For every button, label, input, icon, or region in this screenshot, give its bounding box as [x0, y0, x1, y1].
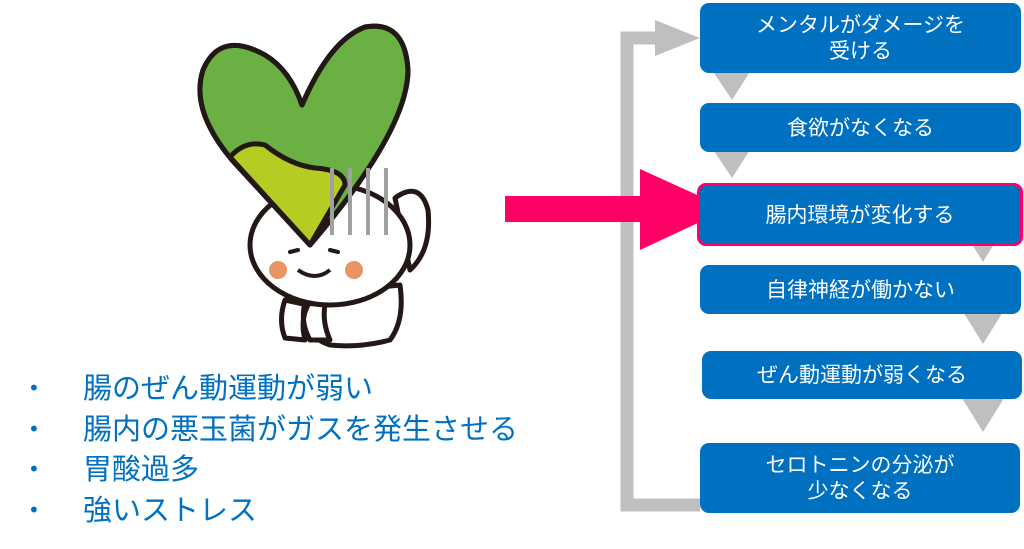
list-item: • 胃酸過多 [28, 449, 518, 490]
flow-step-appetite-loss: 食欲がなくなる [700, 103, 1021, 152]
step-text: 腸内環境が変化する [765, 202, 955, 227]
bullet-icon: • [28, 497, 40, 522]
cause-text: 胃酸過多 [83, 452, 200, 486]
bullet-icon: • [28, 457, 40, 481]
flow-step-gut-environment-change: 腸内環境が変化する [697, 183, 1023, 246]
flow-step-autonomic-nerves: 自律神経が働かない [700, 265, 1021, 314]
step-text: メンタルがダメージを [756, 13, 965, 37]
flow-step-mental-damage: メンタルがダメージを受ける [700, 3, 1021, 73]
list-item: • 強いストレス [28, 490, 518, 531]
step-text: 受ける [828, 39, 892, 63]
step-text: 少なくなる [807, 479, 913, 503]
step-text: セロトニンの分泌が [765, 453, 955, 477]
connector-arrowhead [655, 20, 700, 56]
bullet-icon: • [28, 376, 40, 400]
toilet-tank [392, 188, 432, 273]
step-text: ぜん動運動が弱くなる [757, 363, 967, 387]
face [269, 248, 363, 279]
cause-text: 腸内の悪玉菌がガスを発生させる [83, 411, 519, 446]
causes-list: • 腸のぜん動運動が弱い • 腸内の悪玉菌がガスを発生させる • 胃酸過多 • 強いスト… [28, 368, 518, 530]
heart-character-illustration [197, 23, 432, 349]
highlight-arrow [505, 169, 728, 250]
flow-step-serotonin-decrease: セロトニンの分泌が少なくなる [700, 443, 1020, 513]
flow-step-peristalsis-weak: ぜん動運動が弱くなる [702, 351, 1022, 399]
feedback-connector [620, 31, 700, 512]
step-text: 食欲がなくなる [787, 115, 934, 140]
cause-text: 強いストレス [83, 492, 258, 527]
step-text: 自律神経が働かない [766, 277, 955, 302]
list-item: • 腸のぜん動運動が弱い [28, 368, 518, 409]
legs [279, 297, 333, 343]
gloom-lines [330, 168, 388, 235]
list-item: • 腸内の悪玉菌がガスを発生させる [28, 409, 518, 450]
heart-bottom [227, 141, 348, 248]
bullet-icon: • [28, 416, 40, 441]
cause-text: 腸のぜん動運動が弱い [83, 371, 374, 405]
